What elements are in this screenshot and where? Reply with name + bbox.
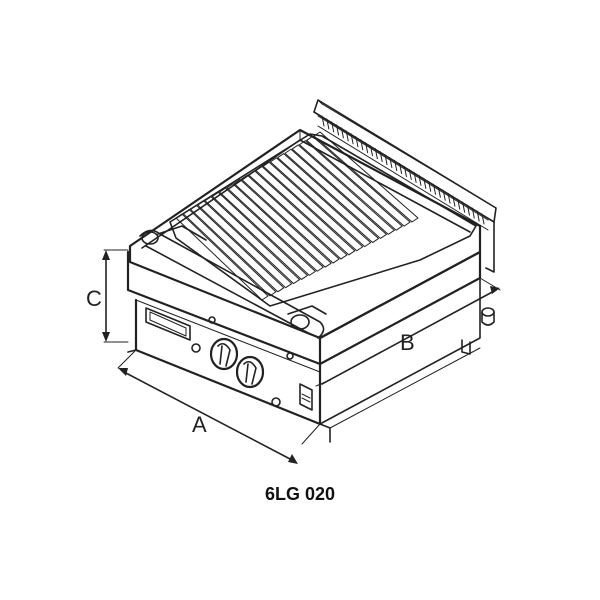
vent-slot bbox=[340, 127, 344, 139]
vent-slot bbox=[384, 154, 388, 166]
rear-panel bbox=[313, 99, 497, 273]
vent-slot bbox=[389, 157, 393, 169]
vent-slot bbox=[437, 186, 441, 198]
vent-slot bbox=[408, 168, 412, 180]
vent-slot bbox=[326, 118, 330, 130]
vent-slot bbox=[360, 139, 364, 151]
vent-slot bbox=[471, 207, 475, 219]
vent-slot bbox=[442, 189, 446, 201]
vent-slot bbox=[345, 130, 349, 142]
dimension-b: B bbox=[315, 277, 501, 387]
vent-slot bbox=[466, 204, 470, 216]
dimension-a-label: A bbox=[192, 412, 207, 437]
vent-slot bbox=[399, 163, 403, 175]
grate-bar bbox=[284, 148, 387, 239]
grate-bar bbox=[240, 174, 340, 264]
vent-slot bbox=[394, 160, 398, 172]
front-rail bbox=[139, 225, 327, 339]
vent-slot bbox=[433, 183, 437, 195]
grate-bar bbox=[269, 157, 372, 248]
vent-slot bbox=[350, 133, 354, 145]
grate-bar bbox=[313, 131, 419, 223]
dimension-c-label: C bbox=[86, 286, 102, 311]
vent-slot bbox=[355, 136, 359, 148]
knob-left bbox=[209, 337, 239, 371]
grate-bar bbox=[248, 170, 348, 260]
vent-slot bbox=[452, 195, 456, 207]
grate-bar bbox=[204, 196, 301, 285]
vent-slot bbox=[462, 201, 466, 213]
grate-bar bbox=[306, 135, 411, 227]
vent-slot bbox=[413, 171, 417, 183]
grate-bar bbox=[197, 200, 293, 289]
vent-slot bbox=[418, 174, 422, 186]
grate-bar bbox=[182, 209, 277, 297]
vent-slot bbox=[321, 115, 325, 127]
grate-bar bbox=[298, 140, 403, 231]
vent-slot bbox=[331, 121, 335, 133]
vent-slot bbox=[481, 213, 485, 225]
grate-bar bbox=[226, 183, 324, 272]
vent-slot bbox=[369, 145, 373, 157]
vent-slot bbox=[428, 180, 432, 192]
vent-slot bbox=[374, 148, 378, 160]
knob-right bbox=[235, 355, 265, 389]
grate-bar bbox=[277, 153, 380, 244]
vent-slot bbox=[457, 198, 461, 210]
vent-slot bbox=[365, 142, 369, 154]
vent-slot bbox=[423, 177, 427, 189]
grate-bar bbox=[211, 191, 308, 280]
grate-bar bbox=[262, 161, 364, 252]
dimension-b-label: B bbox=[400, 330, 415, 355]
vent-slot bbox=[403, 165, 407, 177]
grate-bar bbox=[175, 213, 269, 301]
grate-bar bbox=[255, 166, 356, 256]
body bbox=[126, 250, 495, 443]
vent-slots bbox=[321, 115, 485, 225]
dimension-a: A bbox=[117, 349, 321, 464]
grate-bar bbox=[291, 144, 395, 235]
grate-bar bbox=[219, 187, 316, 276]
grate-bar bbox=[190, 204, 285, 293]
vent-slot bbox=[379, 151, 383, 163]
model-label: 6LG 020 bbox=[265, 484, 335, 504]
grate-bar bbox=[233, 178, 332, 268]
vent-slot bbox=[336, 124, 340, 136]
vent-slot bbox=[476, 210, 480, 222]
vent-slot bbox=[447, 192, 451, 204]
dimension-c: C bbox=[86, 249, 129, 343]
